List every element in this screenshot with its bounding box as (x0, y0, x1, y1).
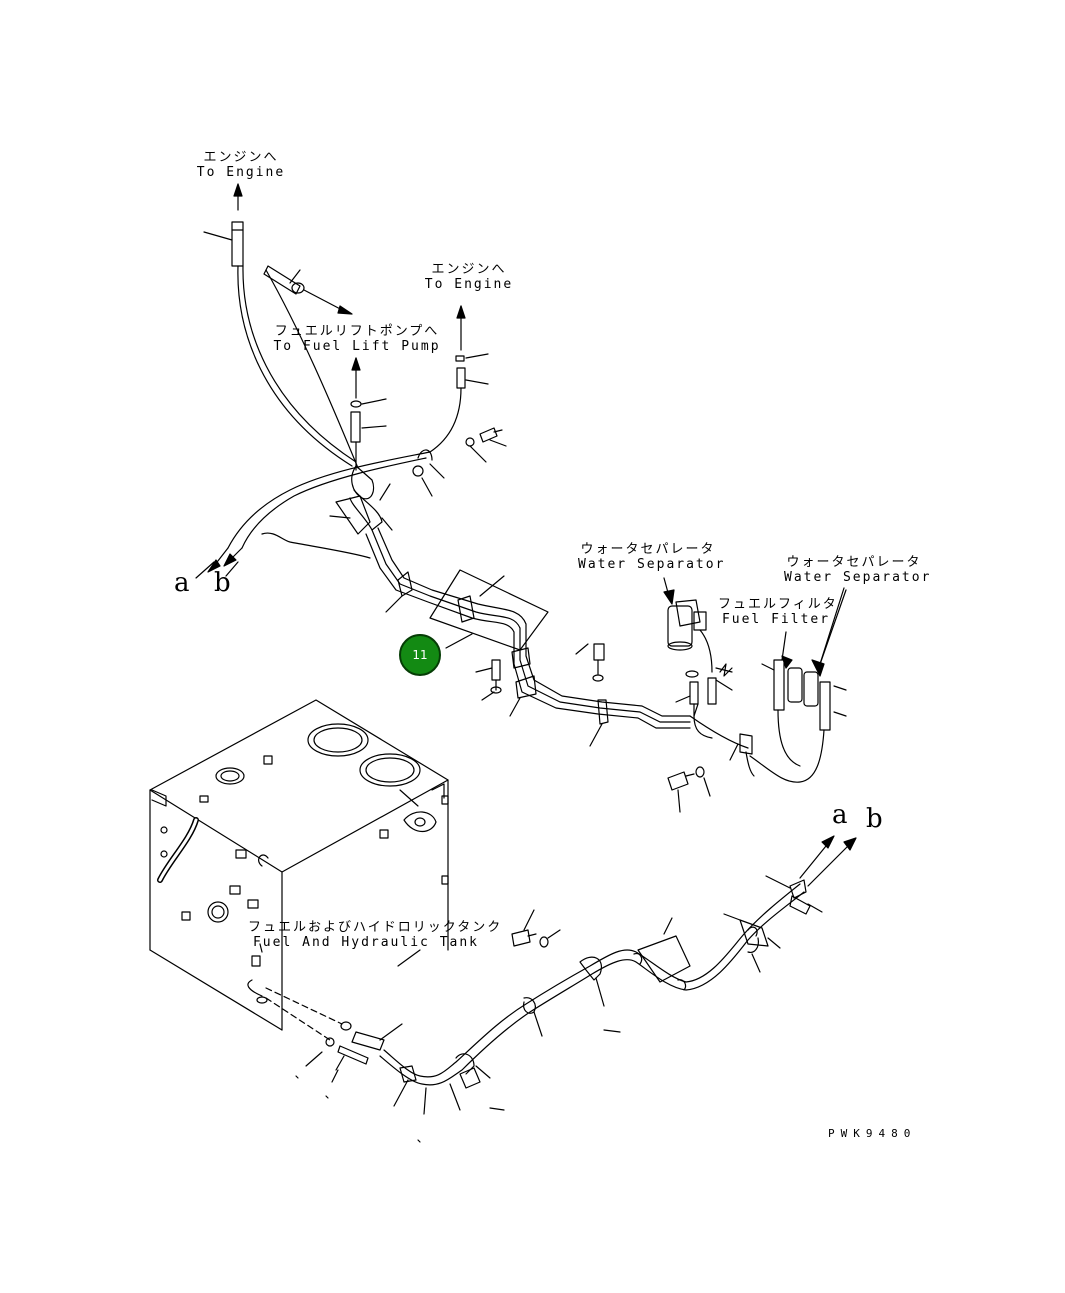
central-pipe-bundle (195, 465, 691, 747)
water-separator-2-leader (819, 587, 845, 665)
fuel-filter-jp: フュエルフィルタ (718, 597, 838, 612)
upper-engine-hose (203, 183, 359, 469)
label-b-lower: b (866, 804, 883, 834)
lower-ab-arrows (799, 835, 857, 887)
part-callout-number: 11 (412, 648, 428, 662)
label-b-upper: b (214, 568, 231, 598)
lower-return-hose (259, 875, 823, 1143)
drawing-code: PWK9480 (828, 1127, 917, 1140)
tank-label-en: Fuel And Hydraulic Tank (252, 935, 479, 950)
water-separator-1-part (663, 577, 733, 739)
label-a-upper: a (174, 568, 190, 598)
lift-pump-fitting (350, 357, 387, 471)
filter-bolt (667, 766, 711, 813)
to-engine-mid-en: To Engine (424, 277, 514, 292)
to-lift-pump-jp: フュエルリフトポンプへ (274, 324, 440, 339)
to-engine-top-en: To Engine (196, 165, 286, 180)
fuel-filter-en: Fuel Filter (721, 612, 831, 627)
to-engine-top-jp: エンジンへ (203, 150, 279, 165)
label-a-lower: a (832, 800, 848, 830)
to-engine-mid-jp: エンジンへ (431, 262, 507, 277)
mid-engine-hose (227, 305, 507, 549)
fuel-hydraulic-tank (149, 699, 449, 1031)
to-lift-pump-en: To Fuel Lift Pump (273, 339, 441, 354)
water-separator-2-en: Water Separator (784, 570, 932, 585)
water-separator-1-jp: ウォータセパレータ (580, 542, 716, 557)
fuel-filter-part (689, 589, 847, 783)
tank-label-jp: フュエルおよびハイドロリックタンク (248, 920, 503, 935)
water-separator-1-en: Water Separator (578, 557, 726, 572)
water-separator-2-jp: ウォータセパレータ (786, 555, 922, 570)
part-callout-11[interactable]: 11 (399, 634, 441, 676)
